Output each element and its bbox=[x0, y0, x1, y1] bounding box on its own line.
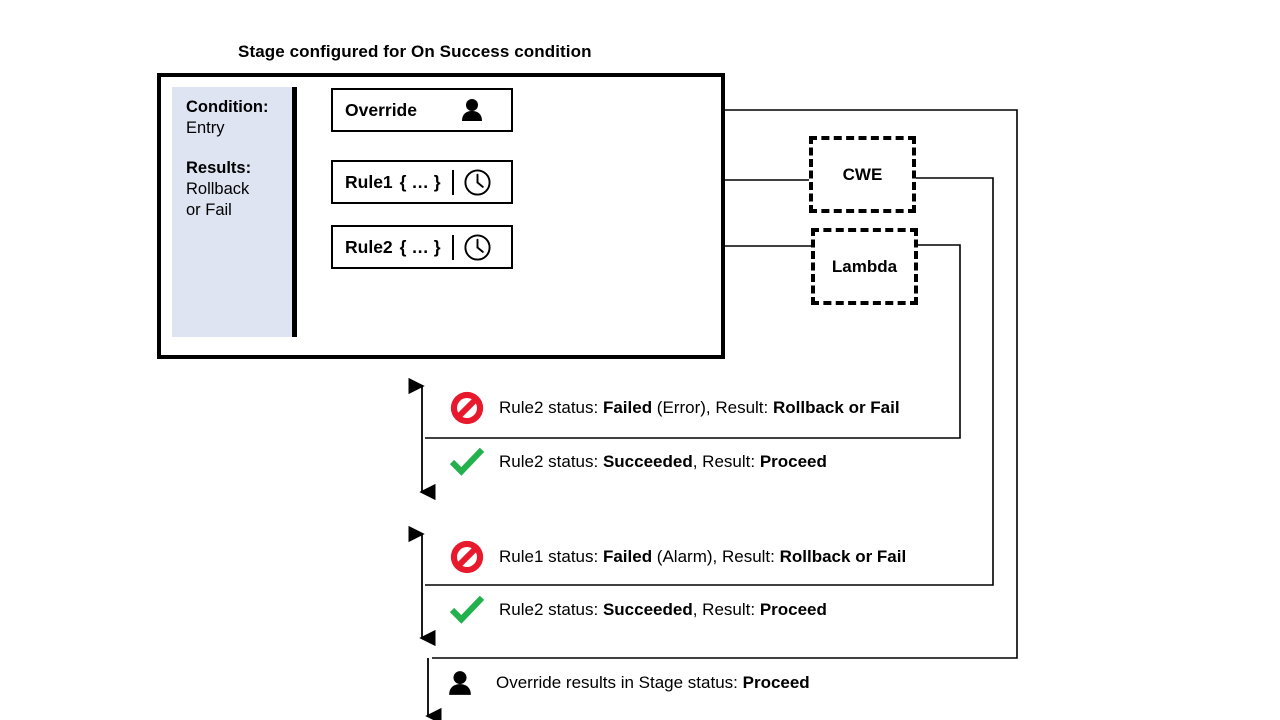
clock-icon bbox=[463, 233, 492, 262]
condition-value: Entry bbox=[186, 119, 225, 138]
blocked-icon bbox=[447, 389, 487, 427]
action-box-rule1[interactable]: Rule1 { … } bbox=[331, 160, 513, 204]
status-text: Rule2 status: Failed (Error), Result: Ro… bbox=[499, 398, 900, 417]
stage-sidebar: Condition: Entry Results: Rollback or Fa… bbox=[172, 87, 292, 337]
status-text: Override results in Stage status: Procee… bbox=[496, 673, 810, 692]
person-icon bbox=[461, 98, 483, 122]
condition-label: Condition: bbox=[186, 98, 269, 116]
action-box-rule2[interactable]: Rule2 { … } bbox=[331, 225, 513, 269]
service-label-lambda: Lambda bbox=[831, 256, 898, 276]
results-value-line-2: or Fail bbox=[186, 201, 232, 220]
sidebar-divider bbox=[292, 87, 297, 337]
results-value-line-1: Rollback bbox=[186, 179, 250, 198]
status-text: Rule2 status: Succeeded, Result: Proceed bbox=[499, 600, 827, 619]
status-row: Rule1 status: Failed (Alarm), Result: Ro… bbox=[447, 538, 906, 576]
check-icon bbox=[447, 447, 487, 477]
status-text: Rule1 status: Failed (Alarm), Result: Ro… bbox=[499, 547, 907, 566]
status-text: Rule2 status: Succeeded, Result: Proceed bbox=[499, 452, 827, 471]
action-box-override[interactable]: Override bbox=[331, 88, 513, 132]
action-label-rule2: Rule2 bbox=[345, 236, 393, 257]
clock-icon bbox=[463, 168, 492, 197]
page-title: Stage configured for On Success conditio… bbox=[238, 42, 592, 61]
status-row: Rule2 status: Succeeded, Result: Proceed bbox=[447, 447, 827, 477]
check-icon bbox=[447, 595, 487, 625]
status-row: Override results in Stage status: Procee… bbox=[440, 670, 810, 696]
status-row: Rule2 status: Failed (Error), Result: Ro… bbox=[447, 389, 900, 427]
blocked-icon bbox=[447, 538, 487, 576]
service-box-cwe[interactable]: CWE bbox=[809, 136, 916, 213]
action-label-rule1: Rule1 bbox=[345, 171, 393, 192]
results-label: Results: bbox=[186, 158, 252, 177]
separator-bar-rule2 bbox=[451, 234, 454, 260]
service-label-cwe: CWE bbox=[842, 164, 883, 184]
action-label-override: Override bbox=[345, 99, 417, 120]
separator-bar-rule1 bbox=[451, 169, 454, 195]
status-row: Rule2 status: Succeeded, Result: Proceed bbox=[447, 595, 827, 625]
service-box-lambda[interactable]: Lambda bbox=[811, 228, 918, 305]
action-braces-rule1: { … } bbox=[399, 171, 441, 192]
person-icon bbox=[440, 670, 480, 696]
sidebar-spacer bbox=[186, 140, 284, 158]
action-braces-rule2: { … } bbox=[399, 236, 441, 257]
